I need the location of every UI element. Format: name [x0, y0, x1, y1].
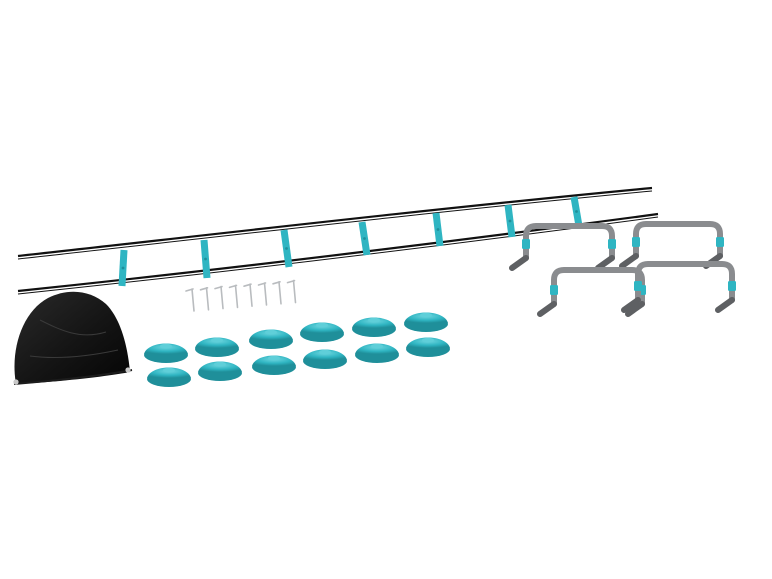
- hurdle-frame: [551, 267, 645, 307]
- drawstring-bag: [13, 291, 133, 385]
- cone-top-opening: [265, 329, 277, 335]
- hurdle-collar: [632, 237, 640, 247]
- ladder-strap-top: [17, 186, 653, 258]
- hurdle-feet: [537, 301, 645, 317]
- disc-cone: [198, 361, 242, 381]
- cone-top-opening: [319, 349, 331, 355]
- bag-body: [14, 291, 130, 384]
- cone-dome: [195, 337, 239, 348]
- disc-cone: [144, 343, 188, 363]
- disc-cone: [303, 349, 347, 369]
- ladder-rung: [358, 221, 371, 256]
- ground-peg: [257, 282, 268, 306]
- ladder-rung: [280, 229, 293, 268]
- cone-top-opening: [214, 361, 226, 367]
- cone-dome: [355, 343, 399, 354]
- ladder-rung: [200, 239, 211, 279]
- bag-grommet-left: [13, 379, 19, 385]
- hurdle-frame: [635, 261, 735, 303]
- ladder-rung: [432, 212, 444, 247]
- cone-top-opening: [211, 337, 223, 343]
- bag-fold-2: [29, 349, 119, 359]
- rung-rivet: [204, 257, 207, 261]
- hurdle-feet: [509, 255, 615, 271]
- cone-top-opening: [316, 322, 328, 328]
- cone-top-opening: [420, 312, 432, 318]
- bag-grommet-right: [125, 367, 131, 373]
- hurdle-collar: [550, 285, 558, 295]
- rung-rivet: [508, 219, 512, 223]
- disc-cone: [249, 329, 293, 349]
- ground-peg: [243, 283, 253, 307]
- ground-peg: [286, 279, 297, 304]
- hurdle-frame: [633, 221, 723, 259]
- ground-peg: [228, 284, 239, 309]
- cone-top-opening: [371, 343, 383, 349]
- disc-cones: [144, 312, 450, 387]
- disc-cone: [147, 367, 191, 387]
- cone-top-opening: [160, 343, 172, 349]
- ground-peg: [272, 281, 282, 305]
- cone-top-opening: [163, 367, 175, 373]
- rung-rivet: [363, 237, 366, 240]
- hurdle: [537, 267, 646, 317]
- cone-dome: [252, 355, 296, 366]
- disc-cone: [300, 322, 344, 342]
- hurdle-collar: [634, 281, 642, 291]
- hurdle: [621, 261, 736, 313]
- cone-top-opening: [368, 317, 380, 323]
- ladder-strap-top-inner: [17, 190, 653, 260]
- disc-cone: [195, 337, 239, 357]
- rung-rivet: [575, 210, 578, 213]
- ground-peg: [199, 287, 210, 311]
- hurdle-collar: [608, 239, 616, 249]
- ground-peg: [214, 285, 224, 310]
- agility-ladder: [17, 186, 659, 295]
- ladder-strap-bottom-inner: [17, 216, 659, 295]
- hurdle-feet: [621, 297, 735, 313]
- cone-dome: [406, 337, 450, 348]
- disc-cone: [404, 312, 448, 332]
- hurdle: [509, 223, 616, 271]
- rung-rivet: [121, 266, 125, 270]
- ladder-rung: [118, 249, 128, 287]
- hurdle-collar: [728, 281, 736, 291]
- disc-cone: [252, 355, 296, 375]
- ground-pegs: [185, 279, 297, 312]
- rung-rivet: [436, 228, 440, 231]
- cone-dome: [303, 349, 347, 360]
- cone-dome: [144, 343, 188, 354]
- hurdle: [619, 221, 724, 269]
- adjustable-hurdles: [509, 221, 736, 317]
- cone-dome: [198, 361, 242, 372]
- cone-dome: [352, 317, 396, 328]
- cone-dome: [249, 329, 293, 340]
- hurdle-collar: [522, 239, 530, 249]
- ladder-rung: [570, 196, 583, 227]
- cone-dome: [300, 322, 344, 333]
- ground-peg: [185, 288, 195, 312]
- disc-cone: [355, 343, 399, 363]
- cone-dome: [147, 367, 191, 378]
- cone-dome: [404, 312, 448, 323]
- rung-rivet: [285, 247, 288, 250]
- hurdle-frame: [523, 223, 615, 261]
- hurdle-collar: [716, 237, 724, 247]
- bag-fold: [39, 319, 107, 336]
- cone-top-opening: [268, 355, 280, 361]
- disc-cone: [406, 337, 450, 357]
- cone-top-opening: [422, 337, 434, 343]
- ladder-rungs: [118, 196, 583, 287]
- ladder-rung: [504, 204, 516, 238]
- bag-drawcord: [13, 369, 133, 385]
- disc-cone: [352, 317, 396, 337]
